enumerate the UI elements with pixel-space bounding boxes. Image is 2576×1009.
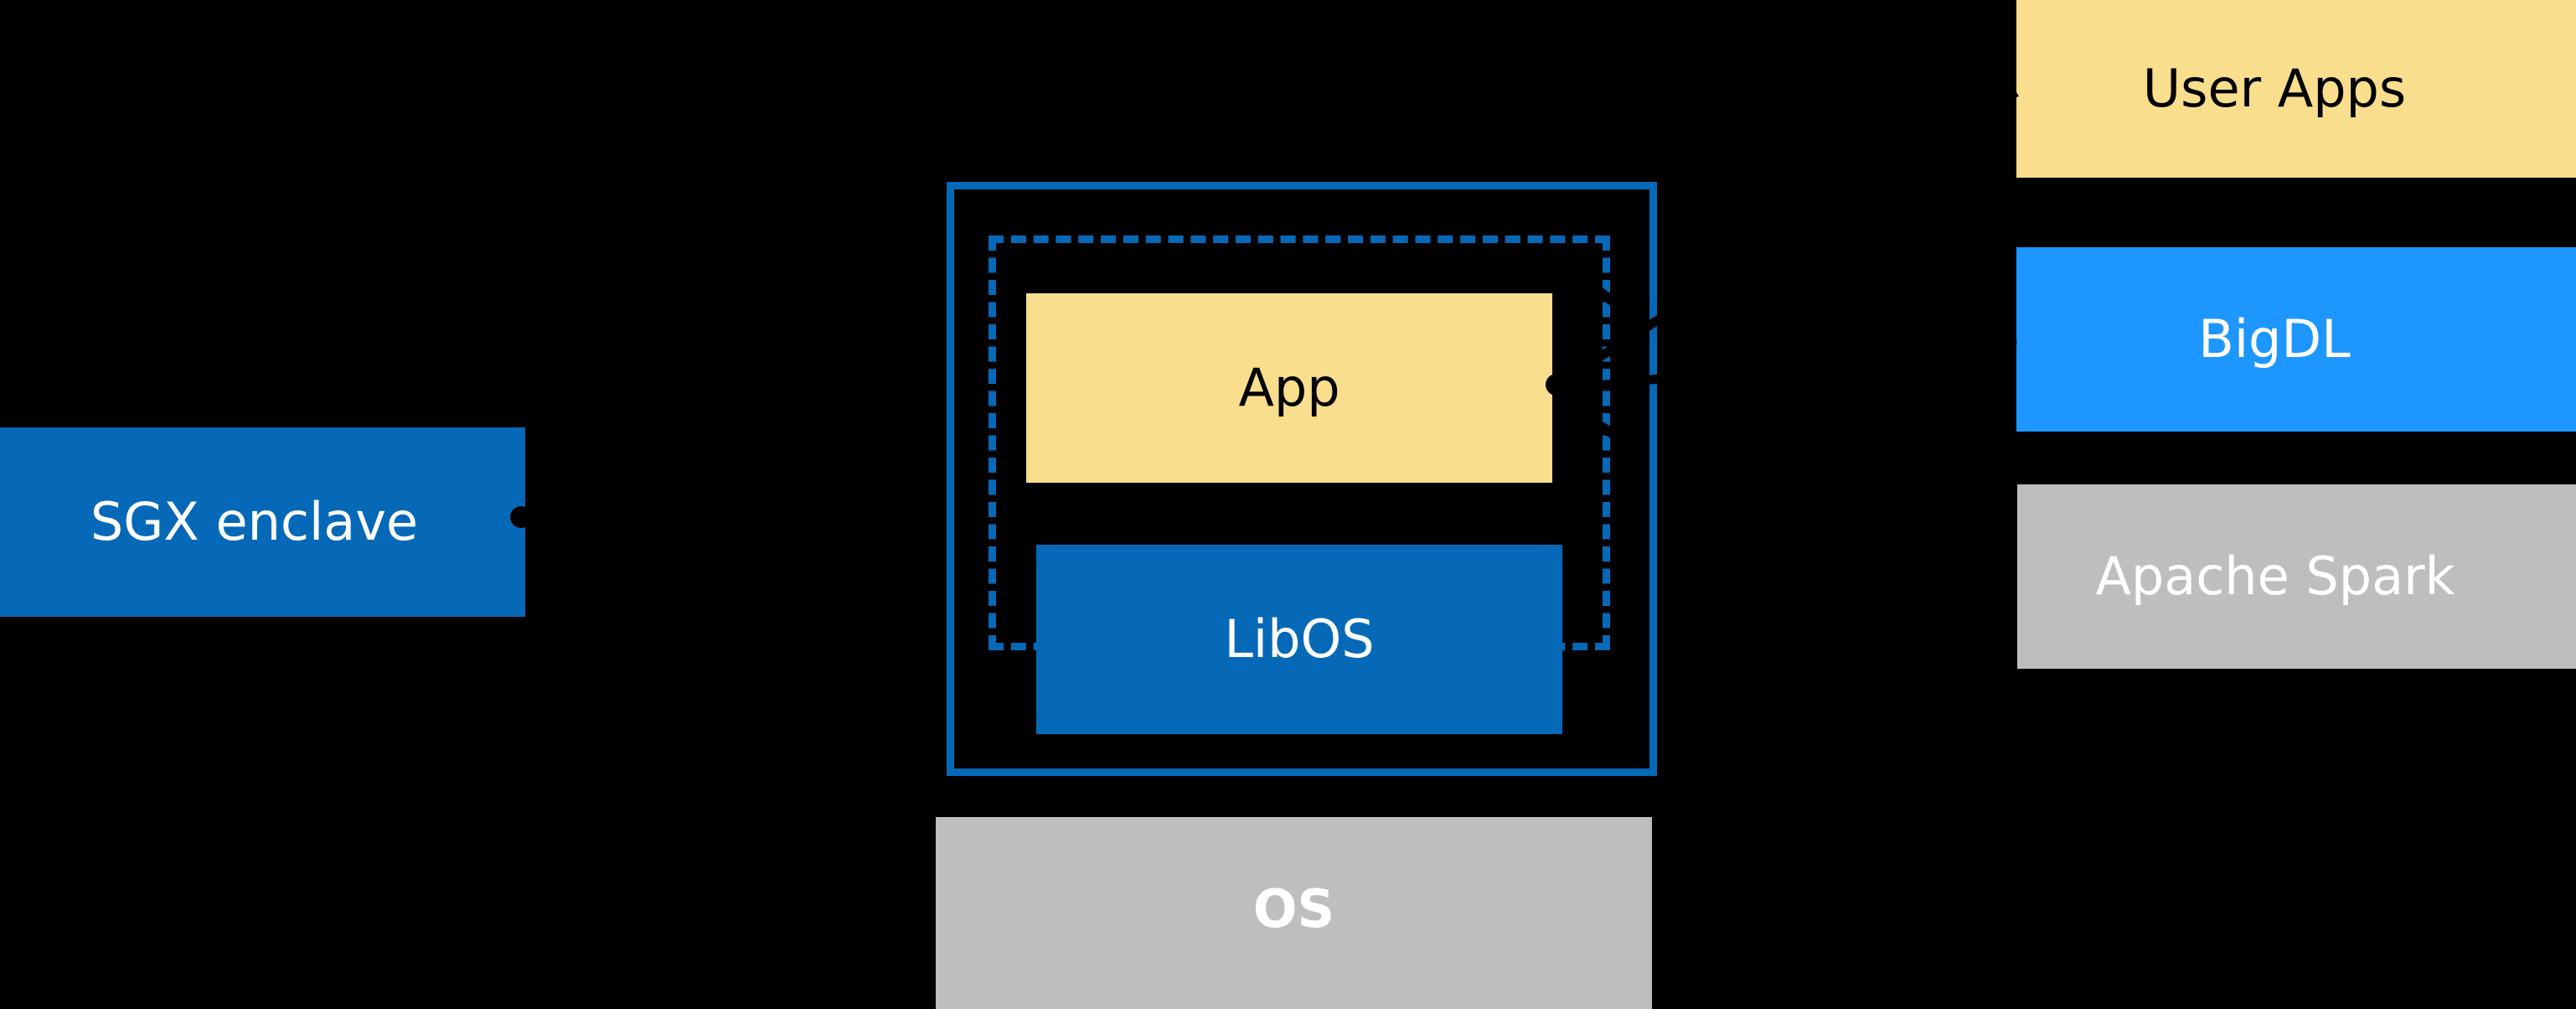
node-libos[interactable]: LibOS xyxy=(1036,545,1562,734)
node-sgx-enclave[interactable]: SGX enclave xyxy=(0,427,525,617)
node-libos-label: LibOS xyxy=(1224,608,1375,670)
node-apache-spark-label: Apache Spark xyxy=(2095,545,2455,607)
node-user-apps[interactable]: User Apps xyxy=(2016,0,2576,178)
node-sgx-enclave-label: SGX enclave xyxy=(90,490,419,552)
node-app[interactable]: App xyxy=(1026,293,1552,483)
node-os-label: OS xyxy=(1252,877,1335,939)
node-os[interactable]: OS xyxy=(936,817,1652,1009)
node-bigdl[interactable]: BigDL xyxy=(2016,247,2576,432)
node-apache-spark[interactable]: Apache Spark xyxy=(2017,484,2576,669)
node-app-label: App xyxy=(1238,356,1340,418)
node-bigdl-label: BigDL xyxy=(2198,308,2351,370)
connector-sgx-enclave-to-enclave-boundary xyxy=(510,506,947,528)
node-user-apps-label: User Apps xyxy=(2142,57,2407,119)
frame-enclave-boundary xyxy=(947,182,1657,776)
